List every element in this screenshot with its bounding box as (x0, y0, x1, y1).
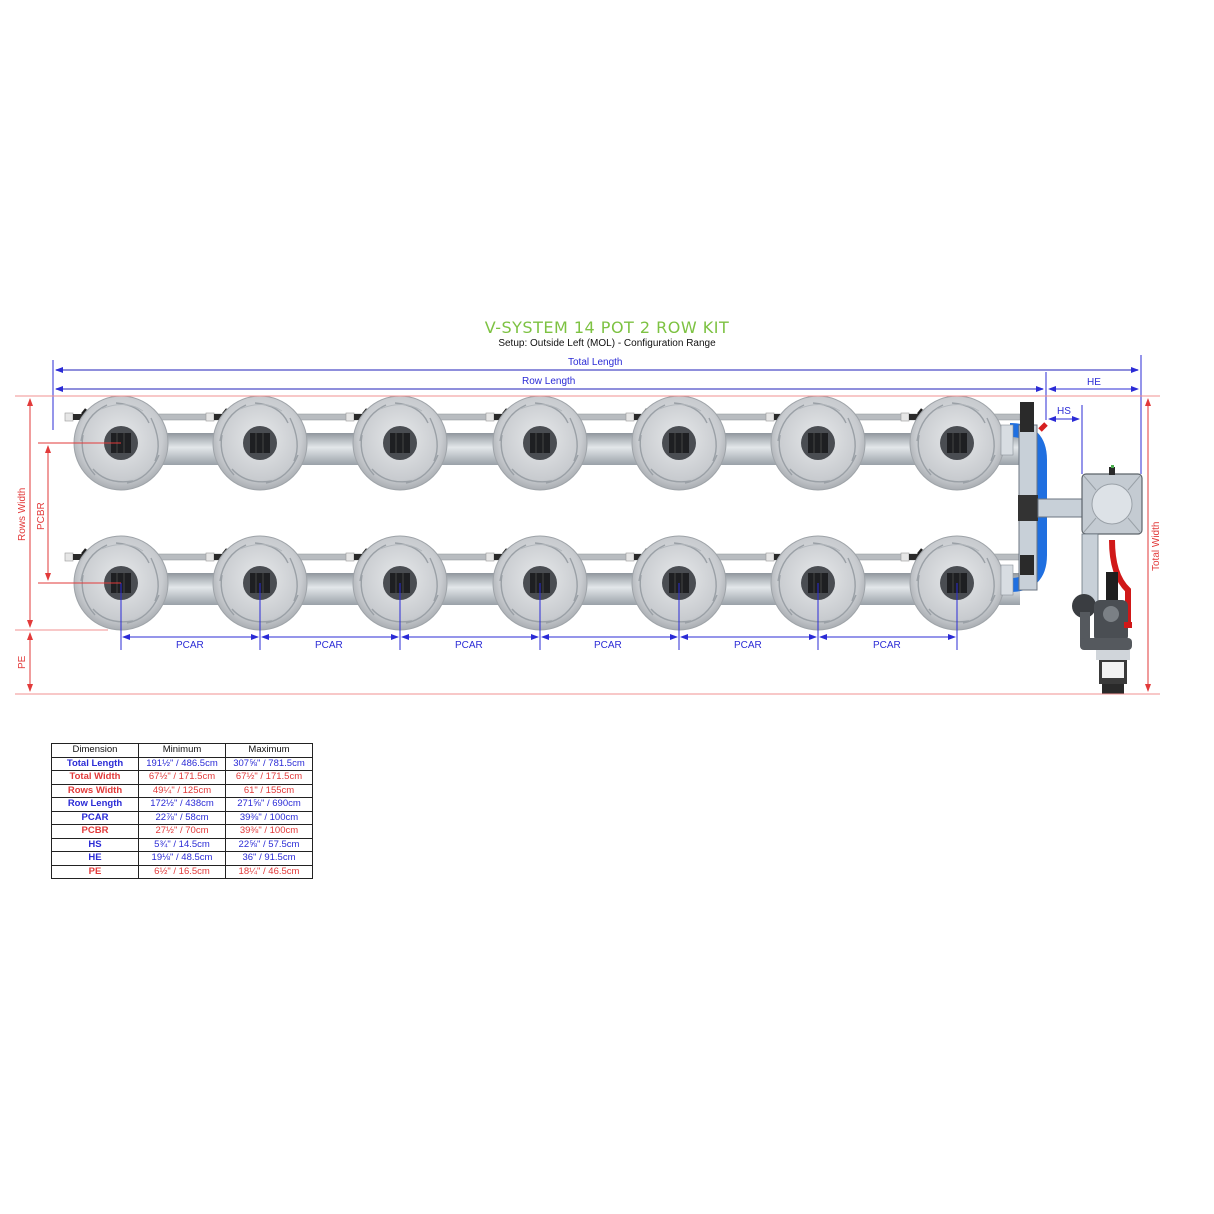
label-he: HE (1087, 377, 1101, 388)
reservoir-icon (1081, 465, 1143, 535)
table-row: PE 6½" / 16.5cm 18¼" / 46.5cm (51, 864, 313, 879)
label-pcar-3: PCAR (455, 640, 483, 651)
dimension-max: 61" / 155cm (225, 783, 313, 798)
diagram-title: V-SYSTEM 14 POT 2 ROW KIT (484, 318, 730, 337)
dimension-min: 49¼" / 125cm (138, 783, 226, 798)
diagram-subtitle: Setup: Outside Left (MOL) - Configuratio… (498, 338, 716, 349)
label-pcar-6: PCAR (873, 640, 901, 651)
label-total-length: Total Length (568, 357, 623, 368)
dimension-lines-red (15, 395, 1160, 695)
label-pcar-1: PCAR (176, 640, 204, 651)
table-row: Row Length 172½" / 438cm 271⅝" / 690cm (51, 797, 313, 812)
table-row: HE 19⅛" / 48.5cm 36" / 91.5cm (51, 851, 313, 866)
table-row: Total Length 191½" / 486.5cm 307⅝" / 781… (51, 756, 313, 771)
dimension-min: 19⅛" / 48.5cm (138, 851, 226, 866)
label-pcar-2: PCAR (315, 640, 343, 651)
label-row-length: Row Length (522, 376, 576, 387)
dimension-max: 36" / 91.5cm (225, 851, 313, 866)
table-row: Rows Width 49¼" / 125cm 61" / 155cm (51, 783, 313, 798)
dimension-name: HE (51, 851, 139, 866)
dimension-min: 5¾" / 14.5cm (138, 837, 226, 852)
dimension-min: 22⅞" / 58cm (138, 810, 226, 825)
dimension-name: Rows Width (51, 783, 139, 798)
dimension-name: HS (51, 837, 139, 852)
label-total-width: Total Width (1151, 521, 1162, 571)
header-dimension: Dimension (51, 743, 139, 758)
dimensions-table: Dimension Minimum Maximum Total Length 1… (51, 743, 313, 879)
label-pe: PE (17, 655, 28, 669)
dimension-min: 67½" / 171.5cm (138, 770, 226, 785)
label-pcar-5: PCAR (734, 640, 762, 651)
dimension-max: 67½" / 171.5cm (225, 770, 313, 785)
dimension-name: PCAR (51, 810, 139, 825)
dimension-min: 27½" / 70cm (138, 824, 226, 839)
label-pcbr: PCBR (36, 502, 47, 530)
label-pcar-4: PCAR (594, 640, 622, 651)
dimension-max: 307⅝" / 781.5cm (225, 756, 313, 771)
dimension-max: 22⅝" / 57.5cm (225, 837, 313, 852)
header-minimum: Minimum (138, 743, 226, 758)
dimension-lines-blue (52, 355, 1142, 650)
table-row: PCAR 22⅞" / 58cm 39⅜" / 100cm (51, 810, 313, 825)
table-row: PCBR 27½" / 70cm 39⅜" / 100cm (51, 824, 313, 839)
dimension-max: 39⅜" / 100cm (225, 810, 313, 825)
dimension-min: 172½" / 438cm (138, 797, 226, 812)
dimension-name: Total Width (51, 770, 139, 785)
pot-row-top (73, 395, 1005, 491)
dimension-min: 191½" / 486.5cm (138, 756, 226, 771)
header-maximum: Maximum (225, 743, 313, 758)
dimension-name: Row Length (51, 797, 139, 812)
dimension-name: Total Length (51, 756, 139, 771)
dimension-max: 39⅜" / 100cm (225, 824, 313, 839)
label-rows-width: Rows Width (17, 487, 28, 541)
dimension-min: 6½" / 16.5cm (138, 864, 226, 879)
dimension-name: PCBR (51, 824, 139, 839)
dimension-max: 18¼" / 46.5cm (225, 864, 313, 879)
table-row: HS 5¾" / 14.5cm 22⅝" / 57.5cm (51, 837, 313, 852)
pot-row-bottom (73, 535, 1005, 631)
pump-icon (1072, 533, 1132, 694)
dimension-max: 271⅝" / 690cm (225, 797, 313, 812)
table-row: Total Width 67½" / 171.5cm 67½" / 171.5c… (51, 770, 313, 785)
table-header-row: Dimension Minimum Maximum (51, 743, 313, 758)
dimension-name: PE (51, 864, 139, 879)
manifold-icon (1000, 402, 1087, 596)
label-hs: HS (1057, 406, 1071, 417)
